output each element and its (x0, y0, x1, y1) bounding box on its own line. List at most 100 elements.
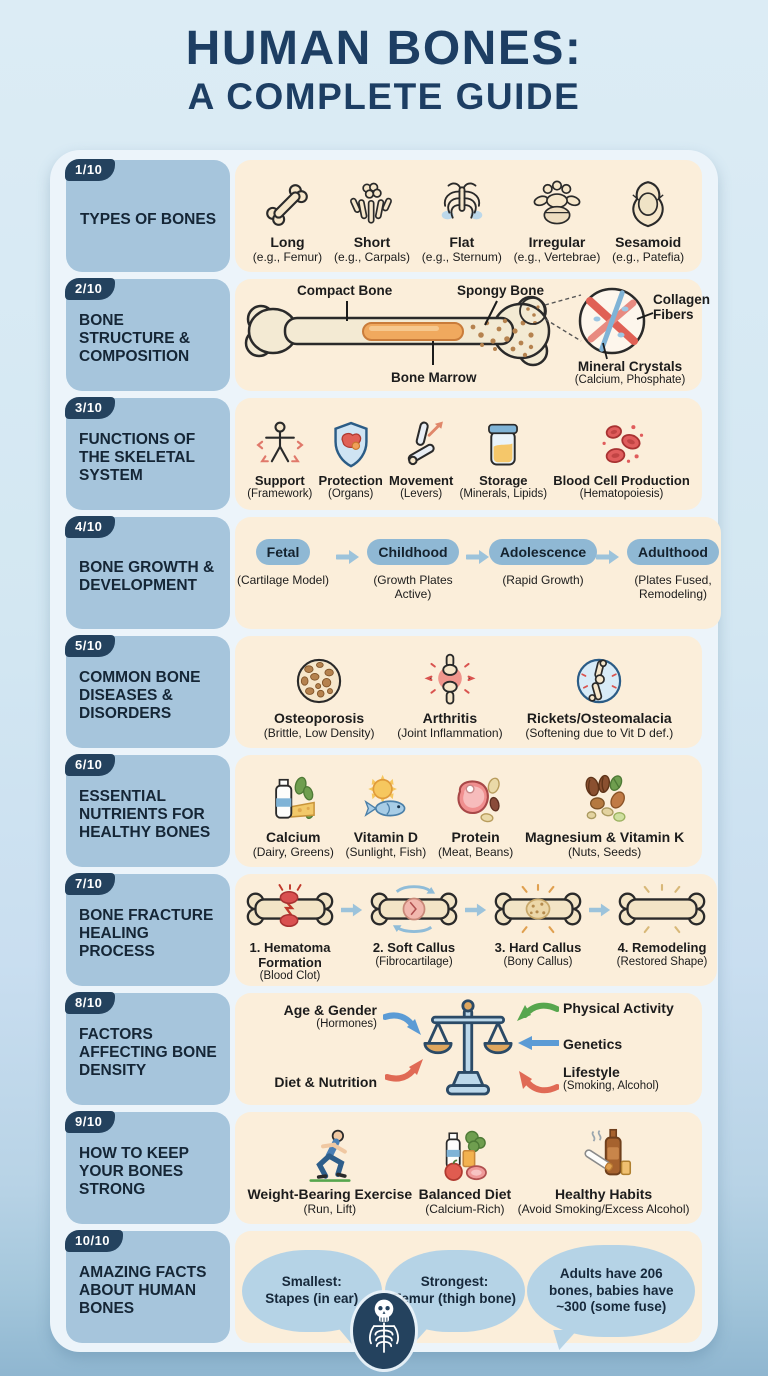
factor-label: Age & Gender (283, 1002, 377, 1018)
disease-list: Osteoporosis (Brittle, Low Density) Arth… (235, 636, 702, 752)
section-content: Support (Framework) Protection (Organs) … (235, 398, 702, 510)
section-label-panel: 4/10 BONE GROWTH & DEVELOPMENT (65, 516, 230, 629)
item-label: Balanced Diet (418, 1185, 512, 1202)
item-label: Rickets/Osteomalacia (526, 709, 672, 726)
item-sublabel: (Nuts, Seeds) (567, 844, 642, 859)
section-badge: 6/10 (65, 754, 116, 776)
healing-step: 2. Soft Callus (Fibrocartilage) (363, 884, 465, 968)
fact-bubble-list: Smallest: Stapes (in ear) Strongest: Fem… (235, 1231, 702, 1357)
factor-genetics: Genetics (563, 1036, 622, 1052)
sesamoid-bone-icon (621, 176, 675, 232)
item-sublabel: (e.g., Vertebrae) (513, 249, 601, 264)
factor-lifestyle: Lifestyle (Smoking, Alcohol) (563, 1064, 659, 1093)
section-content: Calcium (Dairy, Greens) Vitamin D (Sunli… (235, 755, 702, 867)
growth-stage: Fetal (Cartilage Model) (235, 539, 331, 588)
factor-diet-nutrition: Diet & Nutrition (257, 1074, 377, 1090)
compact-bone-label: Compact Bone (297, 283, 393, 298)
list-item: Sesamoid (e.g., Patefia) (612, 176, 684, 264)
section-fracture-healing: 7/10 BONE FRACTURE HEALING PROCESS 1. He… (65, 873, 717, 986)
item-sublabel: (Softening due to Vit D def.) (525, 725, 674, 740)
item-label: Arthritis (422, 709, 478, 726)
irregular-bone-icon (530, 176, 584, 232)
section-title: FUNCTIONS OF THE SKELETAL SYSTEM (79, 430, 196, 485)
skeleton-icon (361, 1296, 407, 1367)
step-label: 4. Remodeling (617, 940, 707, 955)
section-types-of-bones: 1/10 TYPES OF BONES Long (e.g., Femur) S… (65, 159, 702, 272)
section-title: AMAZING FACTS ABOUT HUMAN BONES (79, 1263, 207, 1318)
item-sublabel: (Meat, Beans) (437, 844, 514, 859)
section-badge: 9/10 (65, 1111, 116, 1133)
item-label: Support (254, 472, 305, 488)
section-title: HOW TO KEEP YOUR BONES STRONG (79, 1144, 189, 1199)
fact-bubble: Adults have 206 bones, babies have ~300 … (527, 1245, 696, 1337)
step-sublabel: (Bony Callus) (503, 955, 573, 968)
rickets-icon (572, 652, 626, 708)
stage-pill: Adolescence (488, 539, 598, 565)
title-line-1: HUMAN BONES: (185, 22, 583, 75)
red-arrow-icon (515, 1067, 560, 1098)
list-item: Arthritis (Joint Inflammation) (397, 652, 503, 740)
list-item: Balanced Diet (Calcium-Rich) (418, 1128, 512, 1216)
list-item: Blood Cell Production (Hematopoiesis) (553, 415, 690, 501)
factor-sublabel: (Smoking, Alcohol) (563, 1080, 659, 1093)
section-bone-density-factors: 8/10 FACTORS AFFECTING BONE DENSITY Age … (65, 992, 702, 1105)
skeleton-mascot (353, 1293, 415, 1369)
section-content: Smallest: Stapes (in ear) Strongest: Fem… (235, 1231, 702, 1369)
arthritis-icon (423, 652, 477, 708)
step-label: 2. Soft Callus (372, 940, 456, 955)
arrow-right-icon (594, 549, 620, 570)
healing-step: 4. Remodeling (Restored Shape) (611, 883, 713, 968)
list-item: Healthy Habits (Avoid Smoking/Excess Alc… (518, 1128, 690, 1216)
title-line-2: A COMPLETE GUIDE (187, 76, 581, 118)
item-label: Protein (451, 828, 500, 845)
section-badge: 2/10 (65, 278, 116, 300)
factor-label: Physical Activity (563, 1000, 674, 1016)
soft-callus-bone-icon (368, 884, 460, 939)
function-list: Support (Framework) Protection (Organs) … (235, 398, 702, 514)
list-item: Storage (Minerals, Lipids) (459, 415, 548, 501)
blood-cells-icon (595, 415, 649, 471)
fact-line: bones, babies have (548, 1282, 674, 1298)
list-item: Osteoporosis (Brittle, Low Density) (264, 652, 374, 740)
list-item: Movement (Levers) (389, 415, 453, 501)
section-bone-diseases: 5/10 COMMON BONE DISEASES & DISORDERS Os… (65, 635, 702, 748)
item-sublabel: (e.g., Sternum) (421, 249, 502, 264)
item-label: Blood Cell Production (553, 472, 690, 488)
milk-bottle-icon (266, 771, 320, 827)
item-label: Healthy Habits (554, 1185, 653, 1202)
item-sublabel: (Minerals, Lipids) (459, 488, 548, 501)
section-badge: 4/10 (65, 516, 116, 538)
healing-step: 3. Hard Callus (Bony Callus) (487, 883, 589, 968)
section-content: Long (e.g., Femur) Short (e.g., Carpals)… (235, 160, 702, 272)
item-label: Flat (449, 233, 475, 250)
sun-fish-icon (358, 771, 414, 827)
section-content: Fetal (Cartilage Model) Childhood (Growt… (235, 517, 721, 629)
item-sublabel: (Dairy, Greens) (252, 844, 334, 859)
section-title: BONE GROWTH & DEVELOPMENT (79, 558, 215, 594)
growth-stage: Childhood (Growth Plates Active) (365, 539, 461, 602)
section-badge: 10/10 (65, 1230, 124, 1252)
fact-line: Smallest: (281, 1274, 342, 1290)
section-label-panel: 8/10 FACTORS AFFECTING BONE DENSITY (65, 992, 230, 1105)
nutrient-list: Calcium (Dairy, Greens) Vitamin D (Sunli… (235, 755, 702, 871)
shield-icon (325, 415, 377, 471)
factor-age-gender: Age & Gender (Hormones) (245, 1002, 377, 1031)
nuts-seeds-icon (577, 771, 633, 827)
green-arrow-icon (515, 1001, 560, 1030)
item-sublabel: (Hematopoiesis) (579, 488, 664, 501)
item-sublabel: (Avoid Smoking/Excess Alcohol) (517, 1201, 690, 1216)
stage-sublabel: (Plates Fused, Remodeling) (634, 573, 712, 601)
list-item: Flat (e.g., Sternum) (422, 176, 502, 264)
arrow-right-icon (587, 902, 611, 923)
item-sublabel: (Organs) (328, 488, 374, 501)
step-label: 3. Hard Callus (494, 940, 582, 955)
factor-physical-activity: Physical Activity (563, 1000, 674, 1016)
section-badge: 8/10 (65, 992, 116, 1014)
section-bone-structure: 2/10 BONE STRUCTURE & COMPOSITION (65, 278, 710, 391)
factor-sublabel: (Hormones) (316, 1018, 377, 1031)
list-item: Short (e.g., Carpals) (334, 176, 410, 264)
meat-beans-icon (449, 771, 503, 827)
fact-line: Strongest: (420, 1274, 489, 1290)
mineral-crystals-label: Mineral Crystals (577, 359, 683, 375)
step-sublabel: (Fibrocartilage) (375, 955, 453, 968)
